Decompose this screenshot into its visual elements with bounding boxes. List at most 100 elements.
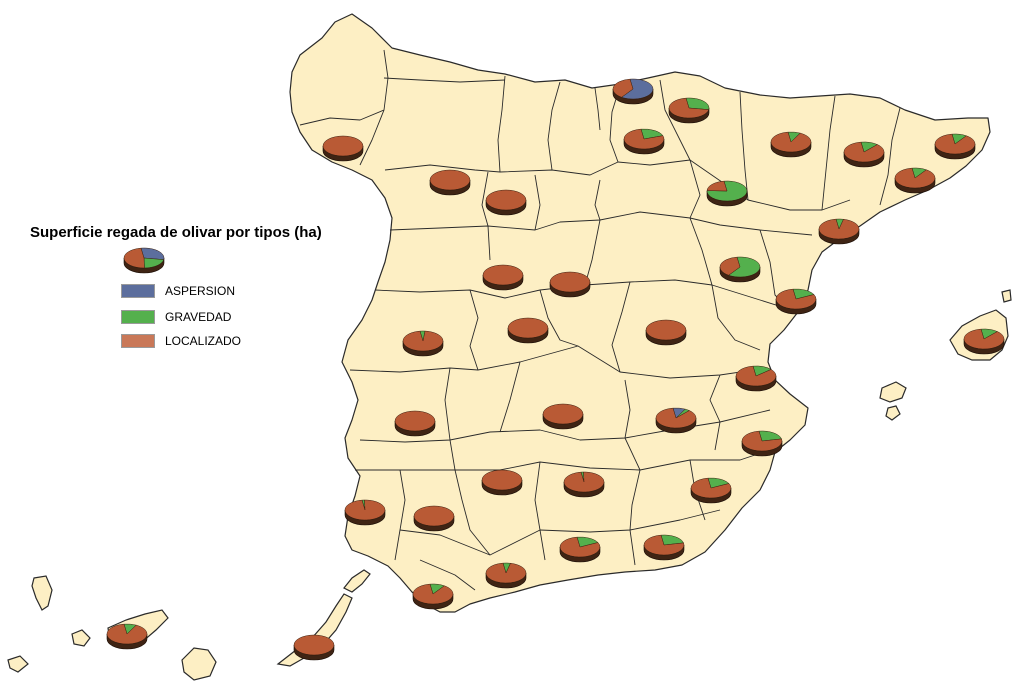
pie-burgos-area <box>623 128 665 155</box>
legend-example-pie-slice-aspersion <box>140 247 165 260</box>
pie-mallorca-slice-localizado <box>963 328 1005 350</box>
pie-murcia <box>690 477 732 504</box>
pie-girona <box>934 133 976 160</box>
formentera-island <box>885 405 901 421</box>
land-layer <box>7 13 1012 681</box>
mainland-spain <box>289 13 991 613</box>
pie-salamanca <box>482 264 524 291</box>
la-palma-island <box>31 575 53 611</box>
pie-caceres-slice-localizado <box>402 330 444 352</box>
pie-albacete-slice-localizado <box>655 407 697 429</box>
pie-salamanca-slice-localizado <box>482 264 524 286</box>
pie-zaragoza <box>706 180 748 207</box>
pie-ourense-slice-localizado <box>322 135 364 157</box>
pie-lleida-slice-localizado <box>843 141 885 163</box>
pie-almeria <box>643 534 685 561</box>
legend-swatch-aspersion <box>121 284 155 298</box>
lanzarote-island <box>343 569 371 593</box>
pie-la-rioja-slice-localizado <box>668 97 710 119</box>
province-pies-layer <box>106 78 1005 661</box>
pie-cordoba <box>481 469 523 496</box>
pie-zaragoza-slice-localizado <box>706 180 728 192</box>
pie-valencia-slice-localizado <box>735 365 777 387</box>
pie-alicante-slice-gravedad <box>758 430 782 442</box>
pie-teruel-slice-localizado <box>719 256 741 276</box>
pie-cadiz <box>412 583 454 610</box>
pie-lleida <box>843 141 885 168</box>
legend-item-gravedad: GRAVEDAD <box>121 310 231 324</box>
pie-burgos-area-slice-localizado <box>623 128 665 150</box>
pie-segovia <box>549 271 591 298</box>
pie-ciudad-real <box>542 403 584 430</box>
pie-alicante <box>741 430 783 457</box>
pie-sevilla-slice-localizado <box>413 505 455 527</box>
pie-granada-slice-localizado <box>559 536 601 558</box>
legend-item-aspersion: ASPERSION <box>121 284 235 298</box>
pie-teruel <box>719 256 761 283</box>
pie-huesca <box>770 131 812 158</box>
pie-malaga-slice-localizado <box>485 562 527 584</box>
pie-las-palmas <box>293 634 335 661</box>
legend-pie <box>123 247 165 274</box>
hierro-island <box>7 655 29 673</box>
pie-cuenca-slice-localizado <box>645 319 687 341</box>
pie-navarra-slice-localizado <box>612 78 634 98</box>
pie-caceres <box>402 330 444 357</box>
pie-tenerife <box>106 623 148 650</box>
legend-example-pie-slice-localizado <box>123 247 145 269</box>
pie-toledo <box>507 317 549 344</box>
legend-label-localizado: LOCALIZADO <box>165 334 242 348</box>
pie-barcelona <box>894 167 936 194</box>
pie-cuenca <box>645 319 687 346</box>
pie-sevilla <box>413 505 455 532</box>
pie-tarragona <box>818 218 860 245</box>
pie-almeria-slice-localizado <box>643 534 685 556</box>
ibiza-island <box>879 381 907 403</box>
legend-label-gravedad: GRAVEDAD <box>165 310 232 324</box>
pie-valencia <box>735 365 777 392</box>
pie-badajoz-slice-localizado <box>394 410 436 432</box>
pie-cadiz-slice-localizado <box>412 583 454 605</box>
gran-canaria-island <box>181 647 217 681</box>
pie-huelva-slice-localizado <box>344 499 386 521</box>
pie-la-rioja <box>668 97 710 124</box>
pie-murcia-slice-localizado <box>690 477 732 499</box>
pie-la-rioja-slice-gravedad <box>685 97 710 110</box>
pie-valladolid-slice-localizado <box>485 189 527 211</box>
pie-ciudad-real-slice-localizado <box>542 403 584 425</box>
pie-teruel-slice-gravedad <box>728 256 761 278</box>
pie-castellon <box>775 288 817 315</box>
pie-las-palmas-slice-localizado <box>293 634 335 656</box>
pie-zamora <box>429 169 471 196</box>
pie-tenerife-slice-localizado <box>106 623 148 645</box>
pie-granada <box>559 536 601 563</box>
pie-cordoba-slice-localizado <box>481 469 523 491</box>
gomera-island <box>71 629 91 647</box>
legend-title: Superficie regada de olivar por tipos (h… <box>30 224 322 241</box>
pie-castellon-slice-localizado <box>775 288 817 310</box>
pie-barcelona-slice-localizado <box>894 167 936 189</box>
pie-jaen-slice-localizado <box>563 471 605 493</box>
legend-swatch-localizado <box>121 334 155 348</box>
pie-girona-slice-localizado <box>934 133 976 155</box>
pie-badajoz <box>394 410 436 437</box>
pie-malaga <box>485 562 527 589</box>
pie-tarragona-slice-localizado <box>818 218 860 240</box>
legend-label-aspersion: ASPERSION <box>165 284 236 298</box>
pie-valladolid <box>485 189 527 216</box>
legend-swatch-gravedad <box>121 310 155 324</box>
pie-mallorca <box>963 328 1005 355</box>
pie-zamora-slice-localizado <box>429 169 471 191</box>
pie-ourense <box>322 135 364 162</box>
pie-albacete <box>655 407 697 434</box>
pie-huelva <box>344 499 386 526</box>
pie-navarra <box>612 78 654 105</box>
pie-huesca-slice-localizado <box>770 131 812 153</box>
legend-item-localizado: LOCALIZADO <box>121 334 241 348</box>
menorca-island <box>1001 289 1012 303</box>
pie-almeria-slice-gravedad <box>660 534 684 546</box>
pie-alicante-slice-localizado <box>741 430 783 452</box>
pie-navarra-slice-aspersion <box>621 78 654 100</box>
pie-jaen <box>563 471 605 498</box>
